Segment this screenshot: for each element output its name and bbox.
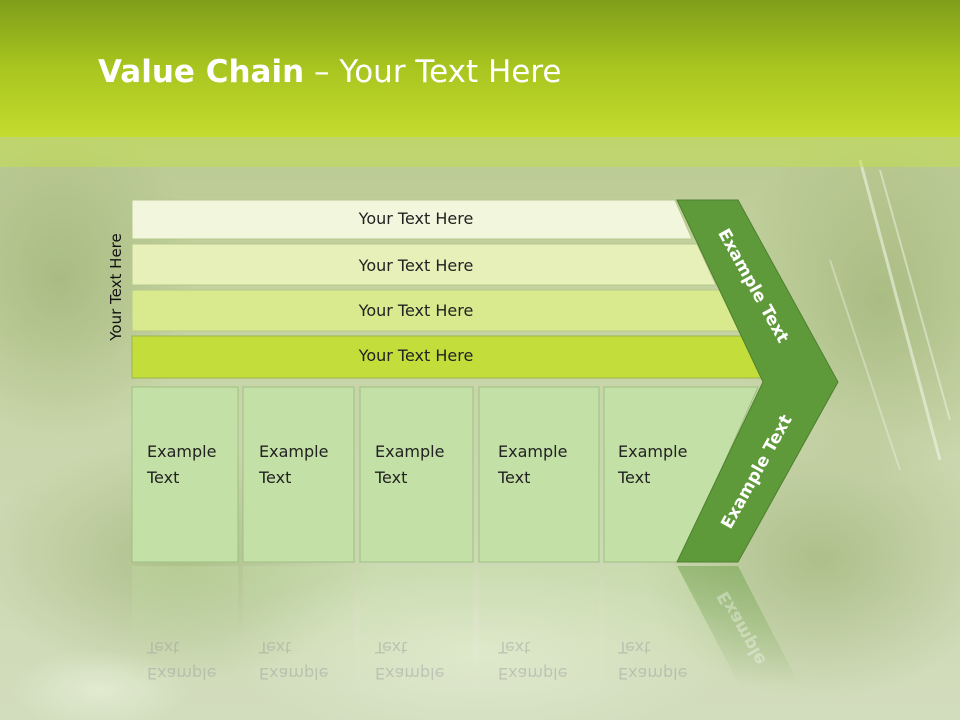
column-3-refl-line2: Text: [375, 638, 408, 657]
column-3-text-reflection: Example Text: [375, 634, 470, 686]
bar-3-label: Your Text Here: [358, 301, 474, 320]
column-1-text-reflection: Example Text: [147, 634, 242, 686]
column-1-line2: Text: [147, 468, 180, 487]
bar-2: [131, 243, 717, 286]
title-bold: Value Chain: [98, 54, 305, 90]
title-rest: – Your Text Here: [304, 54, 562, 90]
column-2-text-reflection: Example Text: [259, 634, 354, 686]
column-1: [131, 386, 239, 563]
column-3-line1: Example: [375, 442, 445, 461]
column-5-reflection: [604, 566, 740, 686]
column-1-reflection: [132, 566, 238, 686]
column-2-refl-line1: Example: [259, 664, 329, 683]
column-4-refl-line2: Text: [498, 638, 531, 657]
column-1-line1: Example: [147, 442, 217, 461]
bar-1-label: Your Text Here: [358, 209, 474, 228]
column-4-line1: Example: [498, 442, 568, 461]
column-4-text-reflection: Example Text: [498, 634, 593, 686]
header-band: [0, 0, 960, 137]
column-2-reflection: [243, 566, 354, 686]
column-3-reflection: [360, 566, 473, 686]
bar-1: [131, 199, 693, 240]
column-5-refl-line1: Example: [618, 664, 688, 683]
column-3: [359, 386, 474, 563]
column-5-text-reflection: Example Text: [618, 634, 713, 686]
bar-2-label: Your Text Here: [358, 256, 474, 275]
column-1-refl-line1: Example: [147, 664, 217, 683]
column-4: [478, 386, 600, 563]
chevron-arrow: [676, 199, 839, 563]
column-2-line2: Text: [259, 468, 292, 487]
slide-title: Value Chain – Your Text Here: [98, 54, 561, 90]
column-2-line1: Example: [259, 442, 329, 461]
column-2-refl-line2: Text: [259, 638, 292, 657]
column-4-reflection: [479, 566, 599, 686]
column-5-line2: Text: [618, 468, 651, 487]
column-2: [242, 386, 355, 563]
header-strip: [0, 137, 960, 167]
column-3-refl-line1: Example: [375, 664, 445, 683]
column-4-line2: Text: [498, 468, 531, 487]
column-5-refl-line2: Text: [618, 638, 651, 657]
bar-4-label: Your Text Here: [358, 346, 474, 365]
column-4-refl-line1: Example: [498, 664, 568, 683]
column-5-line1: Example: [618, 442, 688, 461]
column-1-refl-line2: Text: [147, 638, 180, 657]
chevron-reflection: [677, 566, 800, 686]
column-3-line2: Text: [375, 468, 408, 487]
